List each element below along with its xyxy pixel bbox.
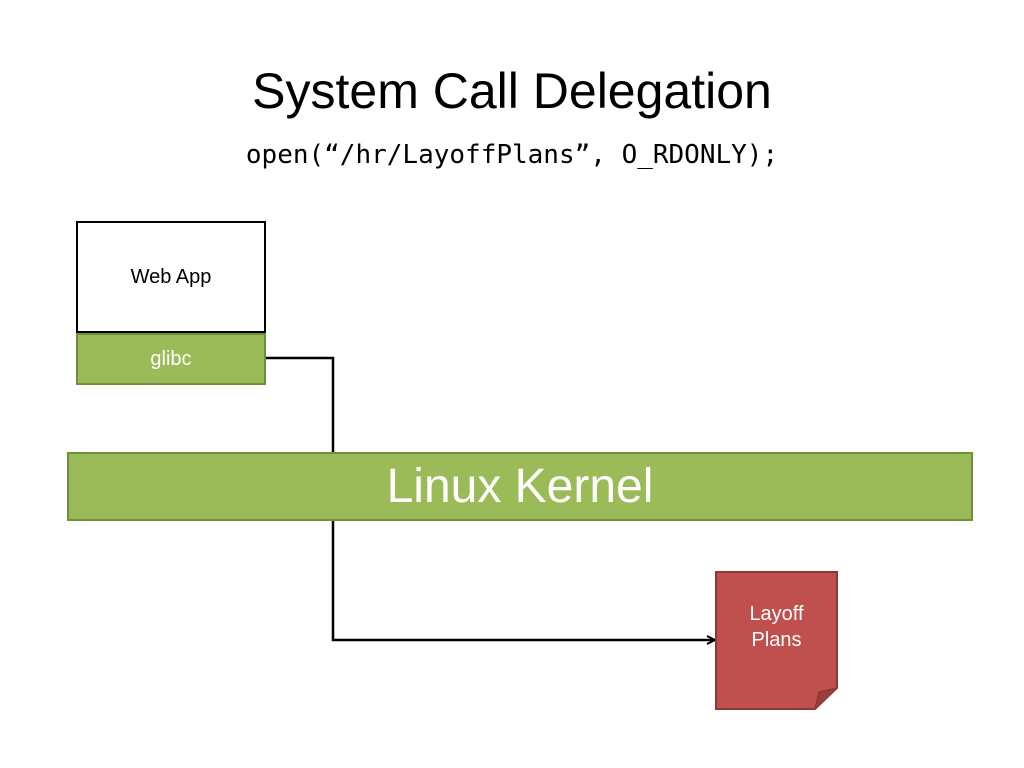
document-icon [715,571,838,710]
document-label: Layoff Plans [715,601,838,653]
document-label-line1: Layoff [749,603,804,625]
linux-kernel-label: Linux Kernel [386,460,654,513]
glibc-label: glibc [150,347,192,370]
glibc-box: glibc [76,333,266,385]
slide-subtitle-code: open(“/hr/LayoffPlans”, O_RDONLY); [245,140,779,170]
web-app-label: Web App [130,265,212,288]
linux-kernel-bar: Linux Kernel [67,452,973,521]
web-app-box: Web App [76,221,266,333]
slide-title: System Call Delegation [252,63,772,119]
layoff-plans-document: Layoff Plans [715,571,838,710]
document-label-line2: Plans [751,629,802,651]
